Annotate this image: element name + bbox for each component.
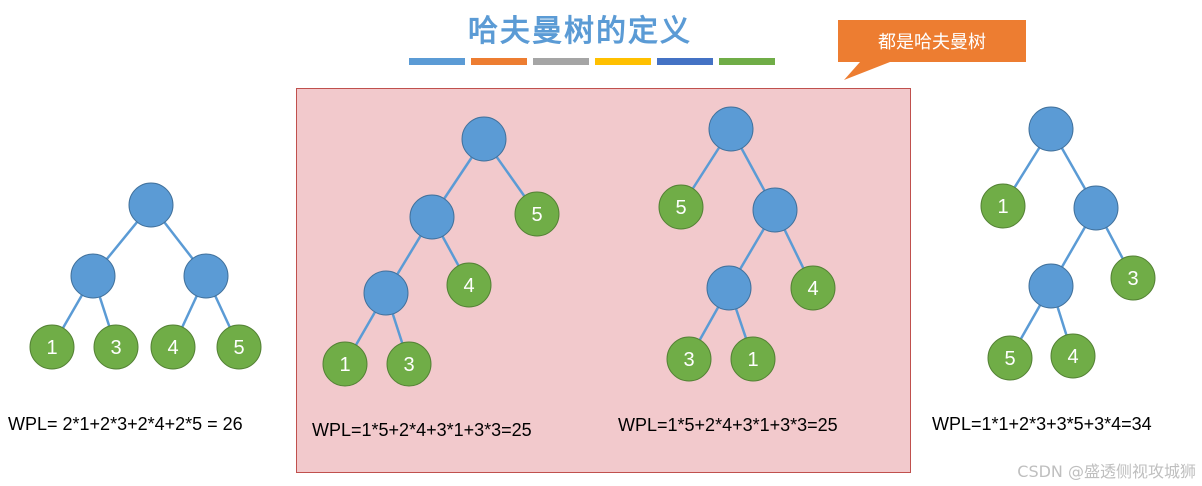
leaf-node xyxy=(29,324,75,370)
color-stripe xyxy=(719,58,775,65)
leaf-node xyxy=(216,324,262,370)
leaf-weight-label: 3 xyxy=(683,349,694,371)
callout-shape xyxy=(838,20,1026,80)
color-stripe xyxy=(471,58,527,65)
internal-node xyxy=(752,187,798,233)
internal-node xyxy=(461,116,507,162)
internal-node xyxy=(70,253,116,299)
leaf-node xyxy=(980,183,1026,229)
tree-2: 5 4 1 3 xyxy=(322,116,560,387)
color-stripe xyxy=(533,58,589,65)
leaf-weight-label: 4 xyxy=(463,275,474,297)
internal-node xyxy=(128,182,174,228)
callout-label: 都是哈夫曼树 xyxy=(878,32,986,53)
leaf-node xyxy=(790,265,836,311)
leaf-node xyxy=(386,341,432,387)
leaf-weight-label: 1 xyxy=(997,196,1008,218)
tree-3: 5 4 3 1 xyxy=(658,106,836,382)
leaf-node xyxy=(987,335,1033,381)
internal-node xyxy=(183,253,229,299)
leaf-weight-label: 5 xyxy=(531,204,542,226)
leaf-weight-label: 4 xyxy=(167,337,178,359)
tree-2-wpl-formula: WPL=1*5+2*4+3*1+3*3=25 xyxy=(312,420,532,440)
color-stripe xyxy=(409,58,465,65)
tree-1-wpl-formula: WPL= 2*1+2*3+2*4+2*5 = 26 xyxy=(8,414,243,434)
leaf-node xyxy=(93,324,139,370)
tree-4: 1 3 5 4 xyxy=(980,106,1156,381)
leaf-node xyxy=(730,336,776,382)
internal-node xyxy=(363,270,409,316)
tree-3-wpl-formula: WPL=1*5+2*4+3*1+3*3=25 xyxy=(618,415,838,435)
internal-node xyxy=(708,106,754,152)
leaf-weight-label: 4 xyxy=(1067,346,1078,368)
callout-bubble xyxy=(838,20,1026,80)
leaf-weight-label: 1 xyxy=(46,337,57,359)
tree-1: 1 3 4 5 xyxy=(29,182,262,370)
leaf-node xyxy=(658,184,704,230)
diagram-title: 哈夫曼树的定义 xyxy=(468,14,692,49)
color-stripe xyxy=(595,58,651,65)
leaf-node xyxy=(666,336,712,382)
internal-node xyxy=(706,265,752,311)
leaf-weight-label: 5 xyxy=(675,197,686,219)
internal-node xyxy=(409,194,455,240)
internal-node xyxy=(1073,185,1119,231)
leaf-weight-label: 1 xyxy=(747,349,758,371)
leaf-weight-label: 5 xyxy=(1004,348,1015,370)
leaf-node xyxy=(322,341,368,387)
internal-node xyxy=(1028,106,1074,152)
leaf-weight-label: 1 xyxy=(339,354,350,376)
leaf-node xyxy=(150,324,196,370)
watermark: CSDN @盛透侧视攻城狮 xyxy=(1017,462,1196,481)
color-stripe-bar xyxy=(409,58,775,65)
leaf-weight-label: 3 xyxy=(110,337,121,359)
leaf-weight-label: 3 xyxy=(403,354,414,376)
leaf-weight-label: 3 xyxy=(1127,268,1138,290)
leaf-node xyxy=(1050,333,1096,379)
leaf-node xyxy=(1110,255,1156,301)
leaf-node xyxy=(446,262,492,308)
tree-4-wpl-formula: WPL=1*1+2*3+3*5+3*4=34 xyxy=(932,414,1152,434)
color-stripe xyxy=(657,58,713,65)
leaf-weight-label: 4 xyxy=(807,278,818,300)
leaf-node xyxy=(514,191,560,237)
leaf-weight-label: 5 xyxy=(233,337,244,359)
internal-node xyxy=(1028,263,1074,309)
